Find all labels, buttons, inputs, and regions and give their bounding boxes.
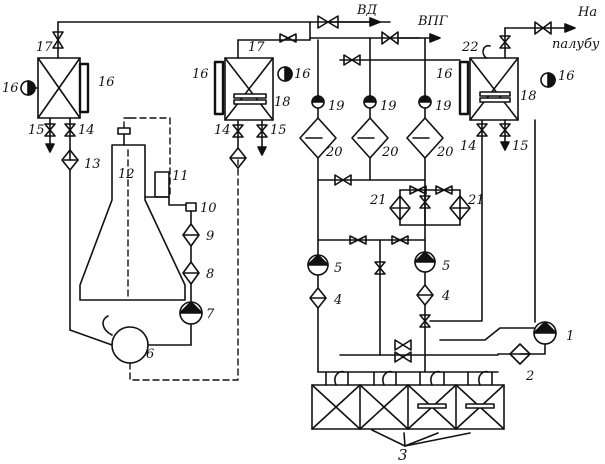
label-4-b: 4: [441, 289, 450, 304]
boiler-12: [79, 117, 186, 301]
label-20-b: 20: [381, 145, 399, 160]
valve-header-4: [534, 21, 552, 35]
tank-inlet-valves: [325, 370, 493, 386]
label-deck-2: палубу: [552, 37, 600, 52]
label-16-right-a: 16: [436, 67, 453, 82]
dashed-return-line: [129, 159, 239, 381]
pump-7: [179, 301, 203, 325]
label-14-left: 14: [78, 123, 95, 138]
valve-header-2: [279, 33, 297, 43]
pump-1: [439, 321, 557, 355]
label-16-middle-b: 16: [294, 67, 311, 82]
component-10: [185, 202, 197, 225]
label-deck-1: На: [577, 5, 597, 20]
label-19-b: 19: [380, 99, 397, 114]
label-3: 3: [398, 446, 408, 464]
filter-8: [182, 261, 200, 302]
label-15-left: 15: [28, 123, 45, 138]
outlet-arrow-vpg: [399, 33, 441, 43]
label-1: 1: [566, 329, 574, 344]
label-10: 10: [200, 201, 217, 216]
tank-3-pointer: [371, 429, 471, 447]
label-21-b: 21: [467, 193, 485, 208]
filter-2: [497, 343, 531, 365]
label-4-a: 4: [333, 293, 342, 308]
label-12: 12: [118, 167, 135, 182]
cross-lines-5: [317, 235, 426, 356]
valve-middle-14: [232, 119, 244, 149]
outlet-arrow-vd: [329, 17, 381, 27]
filter-group-21: [389, 185, 471, 226]
pump-5-b: [414, 251, 436, 273]
valve-left-14: [64, 117, 76, 161]
label-16-left-a: 16: [2, 81, 19, 96]
tank-left: [37, 57, 90, 119]
vent-right-22: [482, 27, 511, 59]
header-pipe: [57, 21, 421, 41]
label-5-b: 5: [442, 259, 450, 274]
valve-left-15: [44, 117, 56, 153]
label-11: 11: [172, 169, 189, 184]
flowmeter-19-c: [418, 95, 432, 109]
label-7: 7: [206, 307, 215, 322]
label-19-a: 19: [328, 99, 345, 114]
label-18-right: 18: [520, 89, 537, 104]
pump-5-a: [307, 254, 329, 276]
valve-header-1: [317, 15, 339, 29]
label-13: 13: [84, 157, 101, 172]
label-2: 2: [525, 369, 534, 384]
gauge-middle-16: [277, 66, 293, 82]
label-21-a: 21: [369, 193, 387, 208]
label-19-c: 19: [435, 99, 452, 114]
valve-left-17: [52, 21, 64, 59]
flowmeter-19-b: [363, 95, 377, 109]
filter-4-a: [309, 274, 327, 373]
gauge-right-16: [540, 72, 556, 88]
label-16-middle-a: 16: [192, 67, 209, 82]
label-17-left: 17: [36, 40, 53, 55]
label-20-a: 20: [325, 145, 343, 160]
valve-right-15: [499, 119, 511, 151]
label-18-middle: 18: [274, 95, 291, 110]
gauge-left-16a: [20, 80, 39, 96]
branch-pipes-19: [317, 37, 461, 101]
filter-left-13: [61, 149, 113, 346]
label-6: 6: [146, 347, 154, 362]
valve-right-14: [476, 119, 488, 321]
label-15-middle: 15: [270, 123, 287, 138]
valve-header-3: [381, 31, 399, 45]
label-vpg: ВПГ: [417, 14, 448, 29]
label-14-middle: 14: [214, 123, 231, 138]
tank-middle: [213, 57, 274, 121]
label-14-right: 14: [460, 139, 477, 154]
label-9: 9: [206, 229, 214, 244]
label-16-left-b: 16: [98, 75, 115, 90]
label-20-c: 20: [436, 145, 454, 160]
label-17-middle: 17: [248, 40, 265, 55]
flowmeter-19-a: [311, 95, 325, 109]
separator-11: [144, 171, 186, 206]
tank-right: [458, 57, 519, 121]
distribution-manifold: [317, 339, 499, 373]
label-8: 8: [206, 267, 214, 282]
label-5-a: 5: [334, 261, 342, 276]
filter-middle: [229, 147, 247, 169]
label-16-right-b: 16: [558, 69, 575, 84]
label-22: 22: [461, 40, 479, 55]
filter-4-b: [416, 271, 483, 373]
storage-tanks-3: [311, 384, 505, 430]
filter-9: [182, 223, 200, 263]
valve-middle-15: [256, 119, 268, 156]
label-vd: ВД: [356, 3, 378, 18]
label-15-right: 15: [512, 139, 529, 154]
